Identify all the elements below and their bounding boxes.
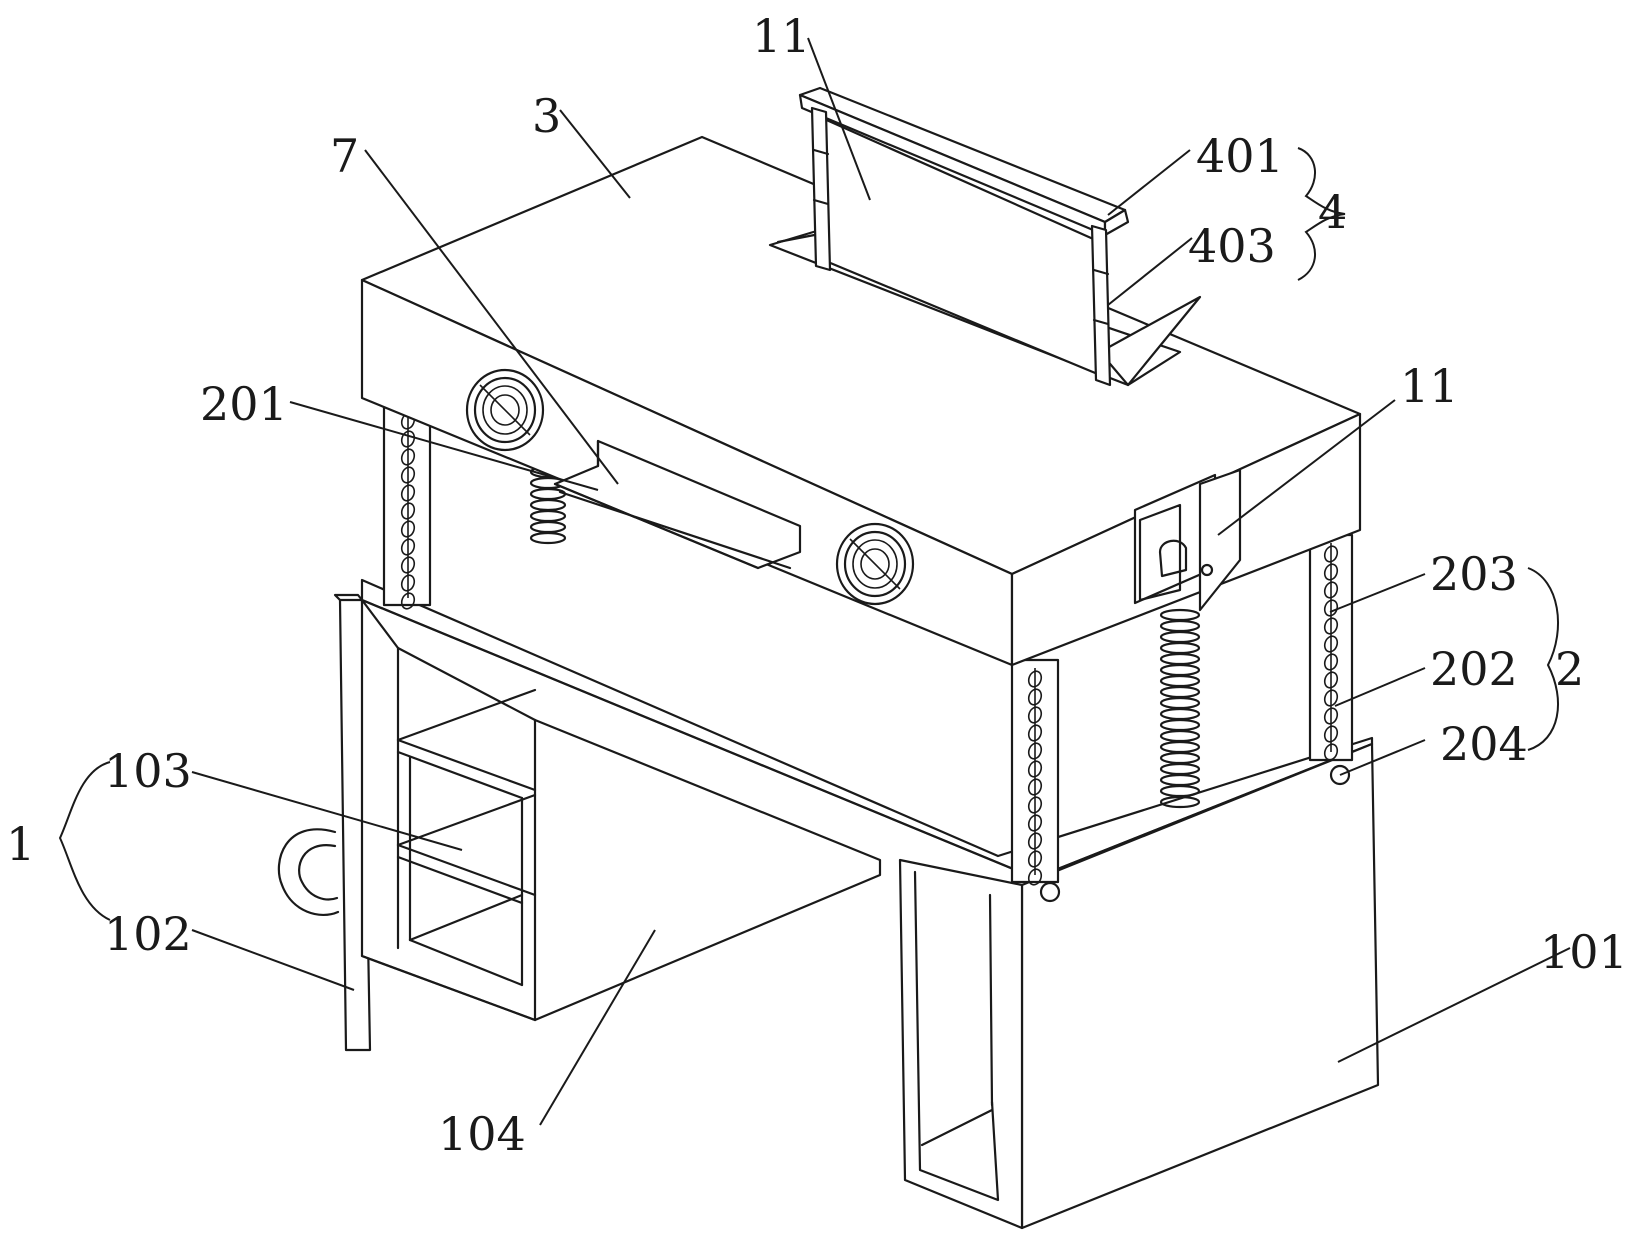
- chain-link: [1027, 724, 1043, 742]
- label-403: 403: [1188, 219, 1276, 273]
- spring-coil: [1159, 740, 1201, 754]
- chain-link: [1027, 670, 1043, 688]
- label-2: 2: [1555, 642, 1584, 696]
- keyboard-drawer: [553, 439, 802, 570]
- spring-coil: [1159, 641, 1201, 655]
- chain-link: [1323, 617, 1339, 635]
- upper-desk: [360, 135, 1362, 667]
- spring-coil: [1159, 729, 1201, 743]
- left-cabinet: [360, 598, 882, 1022]
- label-104: 104: [438, 1107, 526, 1161]
- base-assembly: [277, 578, 1380, 1230]
- chain-link: [1323, 581, 1339, 599]
- chain-link: [400, 430, 416, 448]
- label-11-right: 11: [1400, 359, 1459, 413]
- chain-link: [1323, 743, 1339, 761]
- chain-link: [400, 556, 416, 574]
- handle-ring: [277, 828, 340, 917]
- spring-coil: [1159, 718, 1201, 732]
- chain-link: [1027, 796, 1043, 814]
- spring-coil: [529, 531, 567, 545]
- chain-link: [400, 448, 416, 466]
- side-latch: [1133, 468, 1242, 612]
- label-204: 204: [1440, 717, 1528, 771]
- spring-coil: [1159, 751, 1201, 765]
- spring-coil: [1159, 630, 1201, 644]
- label-3: 3: [532, 89, 561, 143]
- label-202: 202: [1430, 642, 1518, 696]
- right-pedestal: [898, 742, 1380, 1230]
- chain-link: [400, 538, 416, 556]
- board-lip: [1098, 295, 1202, 387]
- spring-coil: [1159, 762, 1201, 776]
- chain-link: [1027, 814, 1043, 832]
- spring-coil: [1159, 663, 1201, 677]
- chain-link: [1323, 725, 1339, 743]
- spring-coil: [529, 487, 567, 501]
- lift-mechanism: [382, 400, 1354, 886]
- spring-coil: [1159, 707, 1201, 721]
- chain-link: [1323, 563, 1339, 581]
- label-101: 101: [1540, 925, 1628, 979]
- spring-coil: [1159, 674, 1201, 688]
- chain-link: [1323, 689, 1339, 707]
- fan-left: [465, 368, 545, 452]
- label-1: 1: [6, 817, 35, 871]
- chain-link: [1027, 742, 1043, 760]
- spring-coil: [1159, 685, 1201, 699]
- chain-link: [1323, 653, 1339, 671]
- chain-link: [400, 502, 416, 520]
- label-102: 102: [104, 907, 192, 961]
- support-post-right: [1090, 224, 1112, 387]
- chain-link: [400, 520, 416, 538]
- label-103: 103: [104, 744, 192, 798]
- chain-link: [1323, 635, 1339, 653]
- label-11-top: 11: [752, 9, 811, 63]
- chain-link: [400, 574, 416, 592]
- label-401: 401: [1196, 129, 1284, 183]
- spring-coil: [1159, 696, 1201, 710]
- chain-link: [1027, 778, 1043, 796]
- spring-coil: [1159, 795, 1201, 809]
- fan-right: [835, 522, 915, 606]
- spring-coil: [529, 498, 567, 512]
- spring-coil: [529, 509, 567, 523]
- support-post-left: [810, 106, 832, 272]
- raisable-board: [798, 86, 1202, 387]
- label-4: 4: [1318, 185, 1347, 239]
- chain-link: [1027, 868, 1043, 886]
- chain-link: [1323, 671, 1339, 689]
- chain-link: [400, 484, 416, 502]
- chain-link: [1027, 706, 1043, 724]
- spring-right: [1159, 608, 1201, 809]
- label-201: 201: [200, 377, 288, 431]
- reference-labels: 11 3 7 401 4 403 201 11 203 2 202 204 1 …: [6, 9, 1628, 1161]
- label-7: 7: [330, 129, 359, 183]
- chain-link: [1027, 850, 1043, 868]
- spring-coil: [1159, 773, 1201, 787]
- chain-link: [400, 592, 416, 610]
- chain-links: [400, 412, 1339, 886]
- spring-coil: [529, 520, 567, 534]
- chain-link: [1027, 832, 1043, 850]
- chain-link: [1027, 688, 1043, 706]
- chain-link: [1027, 760, 1043, 778]
- chain-link: [400, 466, 416, 484]
- pivot-pin-front: [1039, 881, 1061, 903]
- leader-lines: [58, 37, 1571, 1126]
- chain-link: [1323, 707, 1339, 725]
- label-203: 203: [1430, 547, 1518, 601]
- spring-coil: [1159, 652, 1201, 666]
- spring-coil: [1159, 784, 1201, 798]
- spring-coil: [1159, 619, 1201, 633]
- chain-link: [1323, 545, 1339, 563]
- spring-coil: [1159, 608, 1201, 622]
